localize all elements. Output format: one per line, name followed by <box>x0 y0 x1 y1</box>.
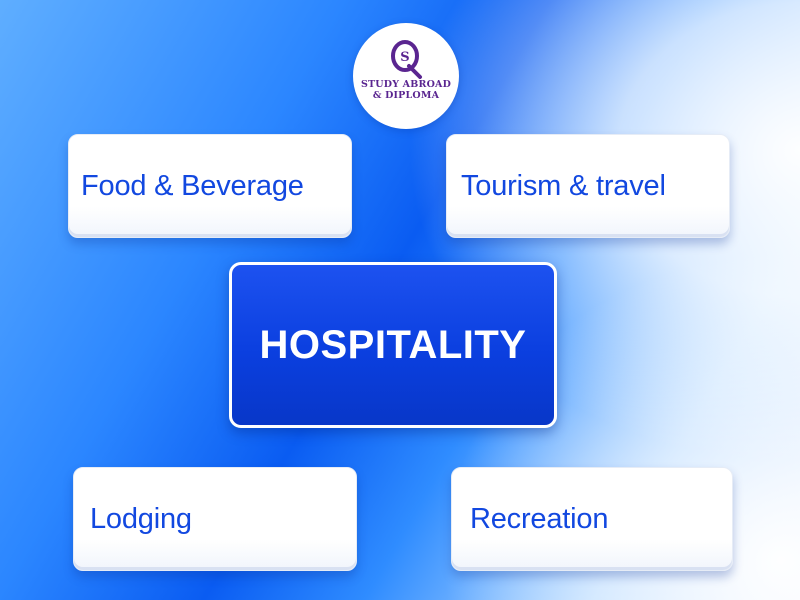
qs-monogram-icon: S <box>391 40 422 79</box>
card-lodging: Lodging <box>73 467 357 571</box>
card-tourism-travel-label: Tourism & travel <box>461 169 666 202</box>
center-hospitality-label: HOSPITALITY <box>259 322 527 367</box>
logo-text-line-1: STUDY ABROAD <box>360 79 452 90</box>
card-recreation-label: Recreation <box>470 502 609 535</box>
logo-text-line-2: & DIPLOMA <box>372 90 440 101</box>
card-lodging-label: Lodging <box>90 502 192 535</box>
logo-badge: S STUDY ABROAD & DIPLOMA <box>353 23 459 129</box>
card-recreation: Recreation <box>451 467 733 571</box>
card-food-beverage: Food & Beverage <box>68 134 352 238</box>
card-tourism-travel: Tourism & travel <box>446 134 730 238</box>
center-hospitality-box: HOSPITALITY <box>229 262 557 428</box>
svg-text:S: S <box>400 50 409 65</box>
card-food-beverage-label: Food & Beverage <box>81 169 304 202</box>
